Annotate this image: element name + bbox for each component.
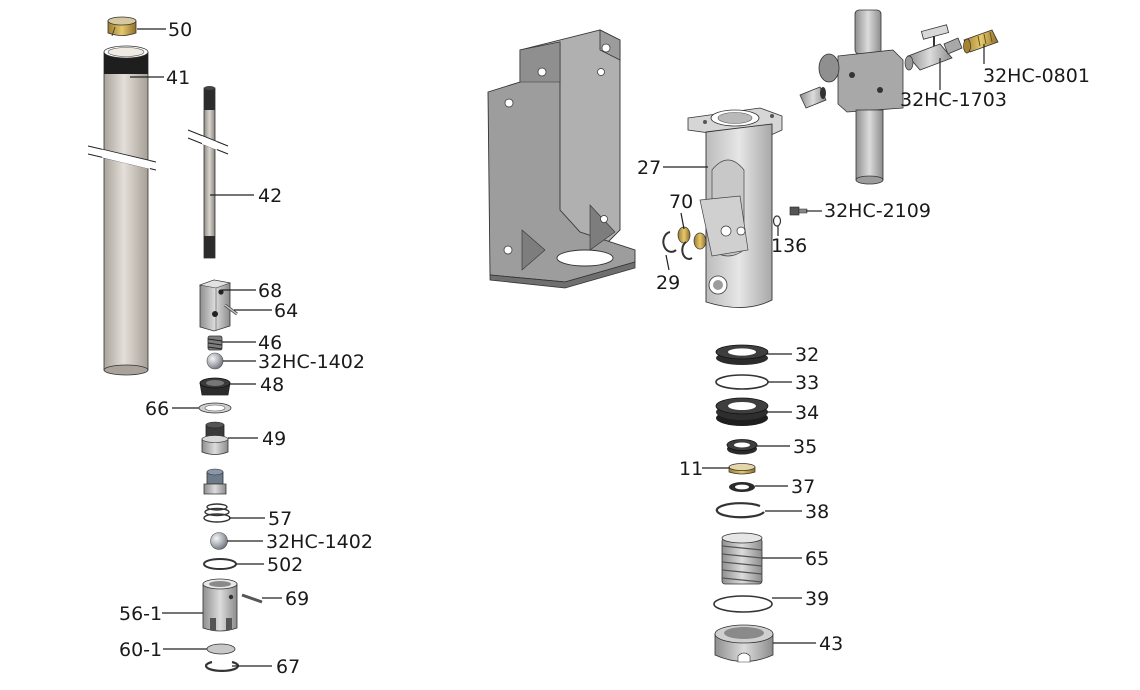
label-66: 66 [145, 398, 169, 420]
part-46-spring [207, 335, 223, 351]
part-nut [203, 468, 227, 495]
label-502: 502 [267, 554, 303, 576]
label-46: 46 [258, 332, 282, 354]
label-37: 37 [791, 476, 815, 498]
part-57-spring [203, 503, 231, 523]
label-50: 50 [168, 19, 192, 41]
part-56-1-cage [202, 578, 238, 632]
label-38: 38 [805, 501, 829, 523]
part-136-oring [772, 215, 782, 227]
label-49: 49 [262, 428, 286, 450]
label-34: 34 [795, 402, 819, 424]
label-64: 64 [274, 300, 298, 322]
part-48-seat [199, 377, 231, 396]
part-2109-screw [789, 206, 808, 216]
label-39: 39 [805, 588, 829, 610]
label-35: 35 [793, 436, 817, 458]
part-502-oring [203, 558, 237, 570]
part-11-bushing [728, 463, 756, 475]
label-32hc-2109: 32HC-2109 [824, 200, 931, 222]
part-65-spring [721, 532, 763, 585]
label-33: 33 [795, 372, 819, 394]
label-56-1: 56-1 [119, 603, 162, 625]
label-57: 57 [268, 508, 292, 530]
label-69: 69 [285, 588, 309, 610]
part-42-rod [187, 86, 229, 259]
part-32-seal [715, 344, 769, 365]
label-29: 29 [656, 272, 680, 294]
label-32hc-1402-bottom: 32HC-1402 [266, 531, 373, 553]
label-32hc-0801: 32HC-0801 [983, 65, 1090, 87]
part-64-pin [224, 303, 238, 316]
label-60-1: 60-1 [119, 639, 162, 661]
label-27: 27 [637, 157, 661, 179]
part-mounting-bracket [487, 29, 636, 289]
part-1402-ball-top [206, 352, 224, 370]
part-66-washer [198, 402, 232, 414]
part-68-block [198, 279, 232, 332]
label-41: 41 [166, 67, 190, 89]
part-37-oring [729, 482, 755, 492]
part-1703-ball-valve [904, 24, 963, 71]
label-11: 11 [679, 458, 703, 480]
part-1402-ball-bottom [210, 532, 228, 550]
part-38-snapring [715, 502, 765, 519]
part-39-ring [713, 595, 773, 613]
label-32hc-1703: 32HC-1703 [900, 89, 1007, 111]
label-43: 43 [819, 633, 843, 655]
part-50-bushing [107, 16, 137, 37]
part-filter-regulator [818, 9, 904, 185]
label-48: 48 [260, 374, 284, 396]
part-43-gland-nut [714, 624, 774, 663]
label-70: 70 [669, 191, 693, 213]
label-32: 32 [795, 344, 819, 366]
label-67: 67 [276, 656, 300, 678]
part-0801-brass-fitting [963, 29, 999, 54]
label-68: 68 [258, 280, 282, 302]
part-27-pump-body [687, 107, 783, 308]
label-32hc-1402-top: 32HC-1402 [258, 351, 365, 373]
part-67-snapring [204, 660, 240, 673]
label-65: 65 [805, 548, 829, 570]
part-70-brass-washers [677, 226, 707, 250]
label-136: 136 [771, 235, 807, 257]
part-nipple-fitting [799, 86, 827, 109]
part-29-snaprings [662, 231, 693, 260]
part-34-packing [715, 397, 769, 426]
part-69-pin [241, 593, 263, 604]
part-60-1-disc [206, 643, 236, 655]
part-33-ring [715, 374, 769, 390]
part-49-fitting [201, 421, 229, 455]
part-35-seal [726, 439, 758, 455]
part-41-tube [87, 45, 157, 376]
label-42: 42 [258, 185, 282, 207]
